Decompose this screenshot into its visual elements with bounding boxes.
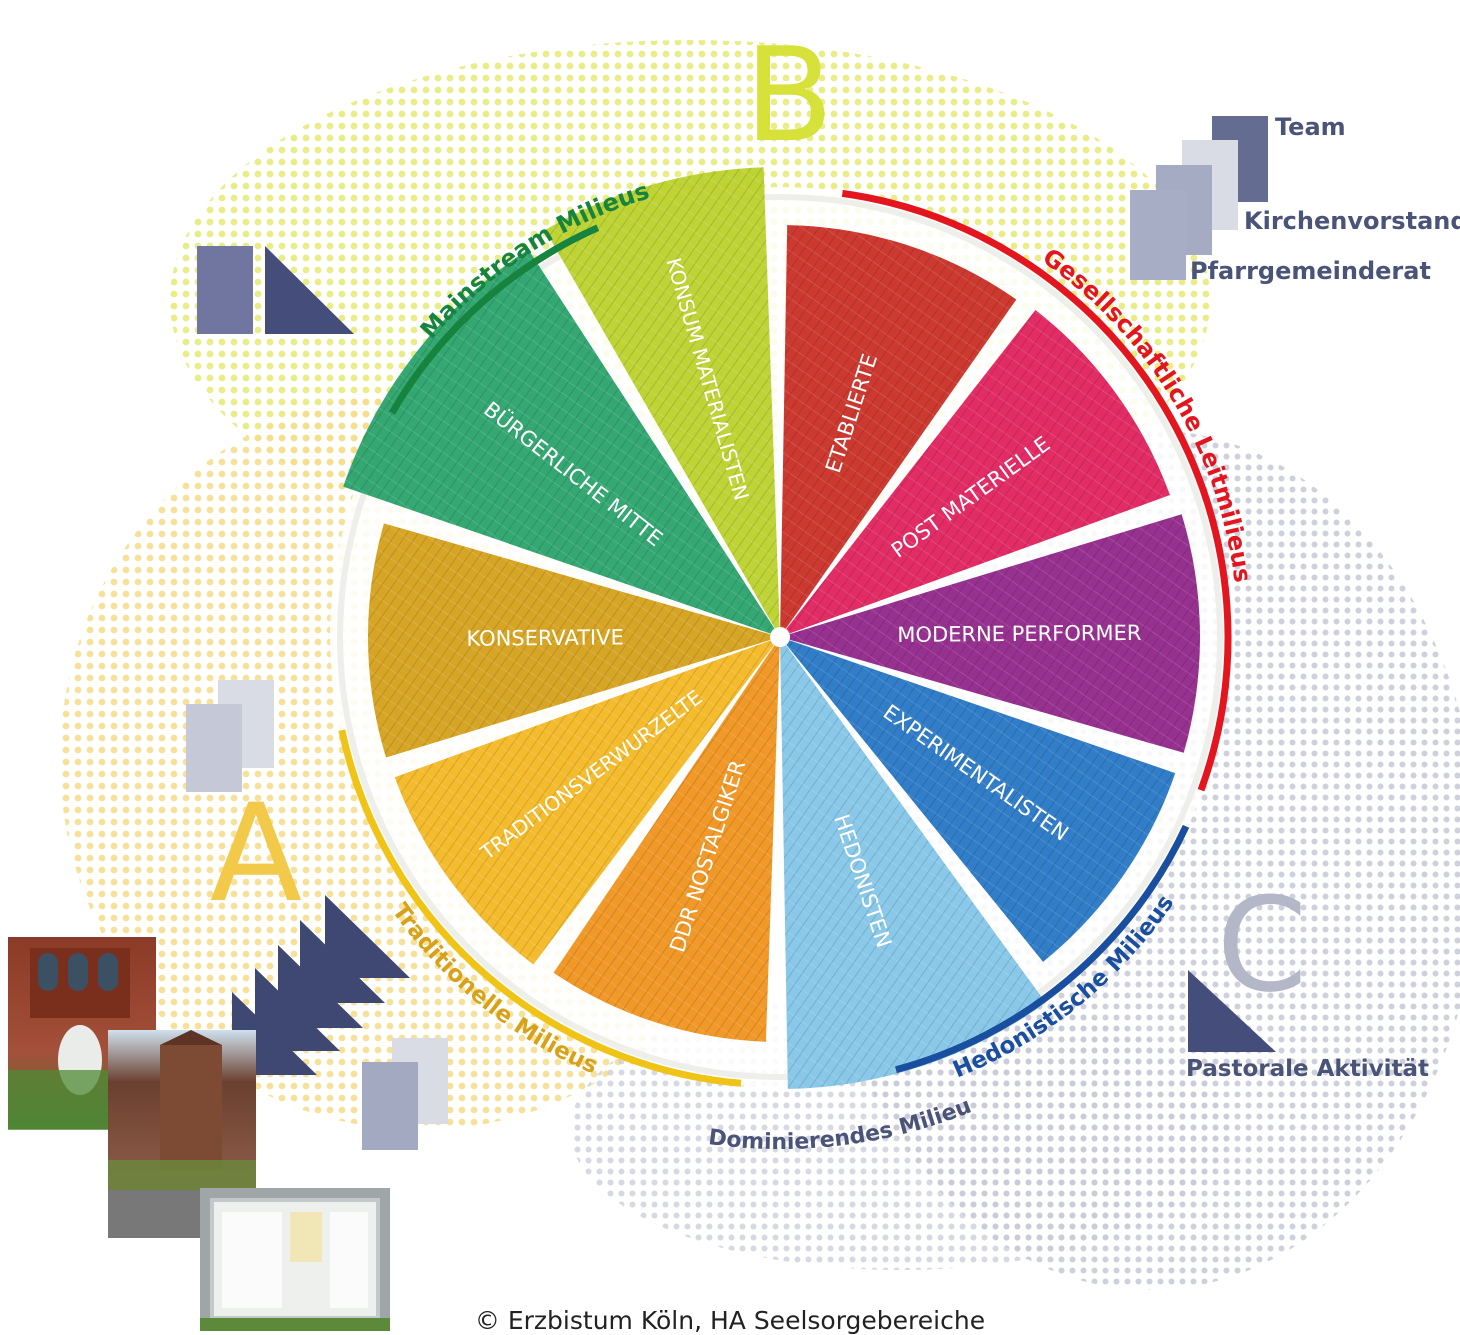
wheel-hub — [770, 627, 790, 647]
letter-a: A — [210, 775, 302, 932]
pfarrgemeinderat-square-icon — [1130, 190, 1186, 280]
legend-pastorale-label: Pastorale Aktivität — [1186, 1056, 1429, 1082]
segment-texture — [545, 167, 780, 637]
segment-texture — [780, 637, 1046, 1089]
arc-hedonistisch — [895, 824, 1190, 1074]
arc-leitmilieus — [841, 189, 1232, 792]
segment-label: KONSERVATIVE — [466, 625, 624, 650]
segment-label: MODERNE PERFORMER — [897, 621, 1141, 647]
church-photo-1 — [8, 937, 156, 1130]
pastorale-triangle-icon — [1188, 970, 1276, 1052]
segment-texture — [553, 637, 780, 1042]
legend-kirchenvorstand: Kirchenvorstand — [1244, 207, 1460, 235]
legend-team: Team — [1275, 113, 1346, 141]
segment-texture — [780, 309, 1170, 637]
page-stack-icon-bottom — [362, 1038, 448, 1150]
square-icon — [197, 246, 253, 334]
letter-b: B — [744, 19, 833, 171]
segment-texture — [368, 523, 780, 758]
church-photo-collage — [8, 937, 390, 1331]
notice-board-photo — [200, 1188, 390, 1331]
legend-pastorale: Pastorale Aktivität — [1186, 970, 1429, 1082]
letter-c: C — [1217, 869, 1308, 1021]
segment-texture — [343, 249, 780, 638]
triangle-stack-icon — [232, 895, 410, 1075]
page-stack-icon-left — [186, 680, 274, 792]
triangle-icon — [265, 246, 354, 334]
legend-top-left — [197, 246, 354, 334]
legend-pfarrgemeinderat: Pfarrgemeinderat — [1190, 257, 1431, 285]
segment-texture — [780, 514, 1200, 753]
legend-top-right: Team Kirchenvorstand Pfarrgemeinderat — [1130, 113, 1460, 285]
arc-traditionell — [338, 729, 742, 1087]
segment-texture — [394, 637, 780, 965]
copyright-text: © Erzbistum Köln, HA Seelsorgebereiche — [474, 1306, 986, 1335]
segment-texture — [780, 637, 1176, 962]
arc-mainstream — [388, 224, 600, 415]
segment-texture — [780, 225, 1017, 637]
